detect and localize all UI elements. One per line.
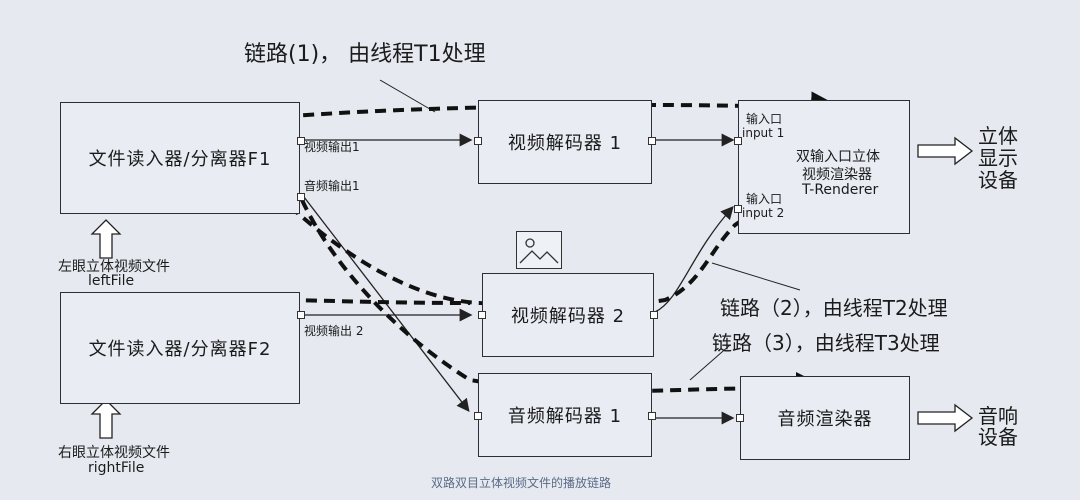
port [736,414,744,422]
left-file-arrow [90,219,122,259]
leader-chain3 [689,344,731,381]
port [650,311,658,319]
input2-cn-label: 输入口 [746,192,783,206]
display-out-l2: 显示 [978,146,1018,170]
audio-renderer-box: 音频渲染器 [740,376,910,460]
video-decoder-2-box: 视频解码器 2 [482,273,654,357]
audio-decoder-box: 音频解码器 1 [478,373,652,457]
right-file-en: rightFile [88,460,145,476]
video-decoder-1-box: 视频解码器 1 [478,100,652,184]
display-out-arrow [917,136,974,166]
video-out2-label: 视频输出 2 [304,324,364,338]
port [297,137,305,145]
edge-vdec2-renderer [654,206,734,313]
input1-en-label: input 1 [742,126,785,140]
left-file-en: leftFile [88,273,135,289]
right-file-arrow [90,399,122,439]
audio-out-l1: 音响 [978,404,1018,428]
video-out1-label: 视频输出1 [304,140,360,154]
leader-chain2 [711,262,801,291]
chain1-title: 链路(1)， 由线程T1处理 [244,42,486,67]
image-placeholder-icon [516,231,562,269]
caption: 双路双目立体视频文件的播放链路 [431,476,612,490]
port [648,137,656,145]
video-decoder-1-label: 视频解码器 1 [507,133,623,154]
port [648,412,656,420]
renderer-line2: 视频渲染器 [802,167,872,183]
renderer-line1: 双输入口立体 [796,149,880,165]
left-file-cn: 左眼立体视频文件 [58,259,170,275]
right-file-cn: 右眼立体视频文件 [58,445,170,461]
leader-chain1 [379,79,436,113]
reader-f2-label: 文件读入器/分离器F2 [88,339,272,360]
port [474,412,482,420]
renderer-line3: T-Renderer [802,182,879,198]
audio-renderer-label: 音频渲染器 [777,409,873,430]
audio-decoder-label: 音频解码器 1 [507,406,623,427]
video-decoder-2-label: 视频解码器 2 [510,306,626,327]
port [474,137,482,145]
port [297,311,305,319]
chain2-title: 链路（2），由线程T2处理 [720,296,948,320]
port [734,137,742,145]
port [297,193,305,201]
reader-f2-box: 文件读入器/分离器F2 [60,292,300,404]
audio-out-arrow [917,403,974,433]
reader-f1-box: 文件读入器/分离器F1 [60,102,300,214]
audio-out1-label: 音频输出1 [304,179,360,193]
input1-cn-label: 输入口 [746,112,783,126]
reader-f1-label: 文件读入器/分离器F1 [88,149,272,170]
audio-out-l2: 设备 [978,425,1018,449]
chain3-title: 链路（3），由线程T3处理 [712,331,940,355]
input2-en-label: input 2 [742,206,785,220]
display-out-l1: 立体 [978,124,1018,148]
renderer-box [738,100,910,234]
display-out-l3: 设备 [978,168,1018,192]
chain3-path [269,298,471,305]
port [478,311,486,319]
port [734,205,742,213]
